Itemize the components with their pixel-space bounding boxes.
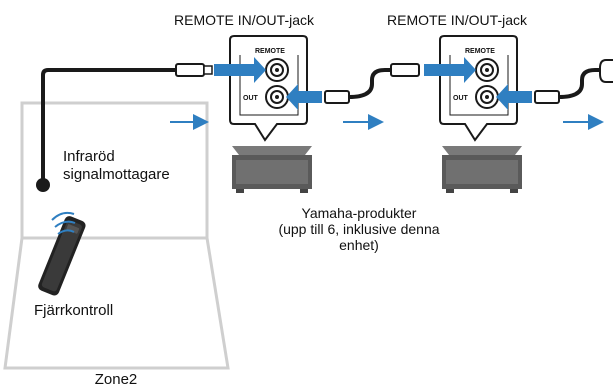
ir-receiver-label-line1: Infraröd bbox=[63, 148, 115, 165]
panel-1-out-label: OUT bbox=[243, 95, 259, 102]
arrow-in-unit-1-icon bbox=[214, 57, 266, 83]
zone2-label: Zone2 bbox=[94, 371, 138, 388]
panel-1-remote-label: REMOTE bbox=[255, 48, 285, 55]
ir-receiver-sensor bbox=[36, 178, 50, 192]
ir-cable-plug-icon bbox=[175, 63, 213, 77]
remote-panel-unit-1 bbox=[229, 35, 308, 142]
panel-2-remote-label: REMOTE bbox=[465, 48, 495, 55]
ir-receiver-label-line2: signalmottagare bbox=[63, 166, 170, 183]
remote-control-icon bbox=[38, 216, 86, 296]
yamaha-product-1-icon bbox=[232, 146, 312, 193]
yamaha-products-label-line2: (upp till 6, inklusive denna bbox=[278, 221, 440, 237]
remote-panel-unit-2 bbox=[439, 35, 518, 142]
arrow-in-unit-2-icon bbox=[424, 57, 476, 83]
remote-control-label: Fjärrkontroll bbox=[34, 302, 114, 319]
zone2-room bbox=[3, 101, 230, 370]
panel-2-out-label: OUT bbox=[453, 95, 469, 102]
jack-label-1: REMOTE IN/OUT-jack bbox=[174, 12, 315, 28]
link-cable-2-next bbox=[534, 59, 613, 104]
link-cable-1-2 bbox=[324, 63, 420, 104]
arrow-out-unit-2-icon bbox=[496, 84, 532, 110]
ir-signal-waves-icon bbox=[51, 211, 76, 235]
yamaha-products-label-line3: enhet) bbox=[339, 237, 379, 253]
yamaha-product-2-icon bbox=[442, 146, 522, 193]
yamaha-products-label-line1: Yamaha-produkter bbox=[301, 205, 417, 221]
arrow-out-unit-1-icon bbox=[286, 84, 322, 110]
jack-label-2: REMOTE IN/OUT-jack bbox=[387, 12, 528, 28]
ir-receiver-cable bbox=[41, 68, 178, 185]
